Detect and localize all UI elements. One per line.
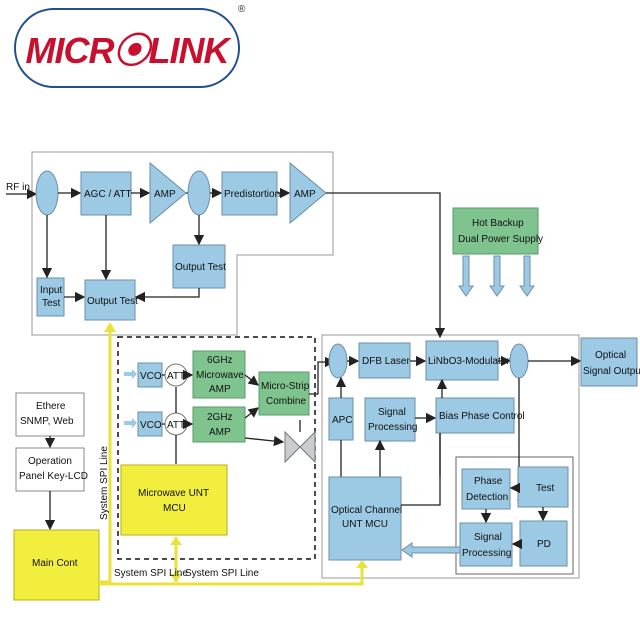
- sigproc-2-label-1: Signal: [474, 532, 502, 543]
- amp-2-triangle: [289, 161, 327, 225]
- power-arrow-3: [519, 255, 535, 297]
- spi-vertical-label: System SPI Line: [99, 446, 110, 520]
- att-1-label: ATT: [167, 371, 185, 382]
- sigproc-1-label-1: Signal: [378, 407, 406, 418]
- input-test-block: [36, 277, 65, 317]
- microlink-logo: MICR⦿LINK: [14, 8, 240, 88]
- sigproc-2-label-2: Processing: [462, 548, 511, 559]
- logo-text: MICR⦿LINK: [25, 30, 230, 71]
- signal-processing-2-block: [459, 522, 513, 567]
- vco-1-input-arrow: [124, 369, 137, 379]
- output-test-bottom-label: Output Test: [87, 296, 138, 307]
- 6ghz-microwave-amp-block: [192, 350, 246, 399]
- optical-coupler-1: [328, 343, 348, 379]
- optical-signal-output-block: [580, 337, 638, 387]
- optical-output-label-1: Optical: [595, 350, 626, 361]
- dfb-laser-label: DFB Laser: [362, 356, 410, 367]
- rf-switch-bowtie: [284, 430, 301, 464]
- microwave-unt-mcu-block: [120, 464, 228, 536]
- rf-coupler-1: [35, 170, 59, 216]
- spi-arrow-mcu: [356, 560, 368, 568]
- predistortion-label: Predistortion: [224, 189, 280, 200]
- rf-switch-bowtie-right: [299, 430, 316, 464]
- optical-section-frame: [321, 334, 580, 579]
- linbo3-modulator-label: LiNbO3-Modulator: [428, 356, 510, 367]
- linbo3-modulator-block: [425, 340, 499, 381]
- power-arrow-1: [458, 255, 474, 297]
- amp-2-label: AMP: [294, 189, 316, 200]
- spi-bus-horizontal: [99, 566, 364, 586]
- sigproc-1-label-2: Processing: [368, 422, 417, 433]
- rf-in-label: RF in: [6, 182, 30, 193]
- vco-2-label: VCO: [140, 420, 162, 431]
- optical-channel-unt-mcu-block: [328, 476, 402, 561]
- input-test-label-1: Input: [40, 285, 62, 296]
- main-cont-label: Main Cont: [32, 558, 78, 569]
- 6ghz-label-3: AMP: [209, 384, 231, 395]
- vco-2-input-arrow: [124, 418, 137, 428]
- att-2-label: ATT: [167, 420, 185, 431]
- bias-phase-control-block: [435, 397, 515, 434]
- micro-strip-combine-block: [258, 371, 310, 416]
- 6ghz-label-1: 6GHz: [207, 355, 233, 366]
- sigproc-to-mcu-arrow: [401, 542, 461, 558]
- oc-unt-label-2: UNT MCU: [342, 519, 388, 530]
- power-arrow-2: [489, 255, 505, 297]
- phase-detection-block: [461, 468, 511, 510]
- micro-strip-label-2: Combine: [266, 396, 306, 407]
- agc-att-label: AGC / ATT: [84, 189, 132, 200]
- hot-backup-label-1: Hot Backup: [472, 218, 524, 229]
- vco-1-label: VCO: [140, 371, 162, 382]
- optical-coupler-2: [509, 343, 529, 379]
- hot-backup-power-block: [452, 207, 539, 255]
- amp-1-triangle: [149, 161, 187, 225]
- 2ghz-amp-block: [192, 406, 246, 443]
- spi-bus-vertical: [99, 330, 112, 584]
- amp-1-label: AMP: [154, 189, 176, 200]
- test-block: [517, 466, 569, 508]
- micro-strip-label-1: Micro-Strip: [261, 381, 310, 392]
- apc-block: [328, 397, 354, 441]
- dfb-laser-block: [358, 342, 411, 379]
- apc-label: APC: [332, 415, 353, 426]
- spi-label-2: System SPI Line: [185, 568, 259, 579]
- mw-unt-label-1: Microwave UNT: [138, 488, 209, 499]
- ethere-label-2: SNMP, Web: [20, 416, 74, 427]
- phase-label-2: Detection: [466, 492, 508, 503]
- oppanel-label-1: Operation: [28, 456, 72, 467]
- bias-phase-control-label: Bias Phase Control: [439, 411, 525, 422]
- signal-processing-1-block: [364, 397, 416, 442]
- ethere-snmp-block: [15, 392, 85, 437]
- 6ghz-label-2: Microwave: [196, 370, 244, 381]
- rf-section-frame: [31, 151, 334, 336]
- pd-label: PD: [537, 539, 551, 550]
- optical-output-label-2: Signal Output: [583, 366, 640, 377]
- pd-section-frame: [455, 456, 574, 575]
- main-cont-block: [13, 529, 100, 601]
- test-label: Test: [536, 483, 555, 494]
- input-test-label-2: Test: [42, 298, 61, 309]
- spi-arrow-up: [104, 322, 116, 332]
- mw-unt-label-2: MCU: [163, 503, 186, 514]
- hot-backup-label-2: Dual Power Supply: [458, 234, 543, 245]
- ethere-label-1: Ethere: [36, 401, 66, 412]
- 2ghz-label-1: 2GHz: [207, 412, 233, 423]
- spi-arrow-mw-down: [170, 574, 182, 582]
- oc-unt-label-1: Optical Channel: [331, 505, 402, 516]
- 2ghz-label-2: AMP: [209, 427, 231, 438]
- output-test-top-label: Output Test: [175, 262, 226, 273]
- spi-arrow-mw-up: [170, 537, 182, 545]
- operation-panel-block: [15, 447, 85, 492]
- rf-coupler-2: [187, 170, 211, 216]
- spi-label-1: System SPI Line: [114, 568, 188, 579]
- oppanel-label-2: Panel Key-LCD: [19, 471, 88, 482]
- pd-block: [519, 520, 568, 567]
- registered-mark: ®: [238, 4, 246, 15]
- phase-label-1: Phase: [474, 476, 503, 487]
